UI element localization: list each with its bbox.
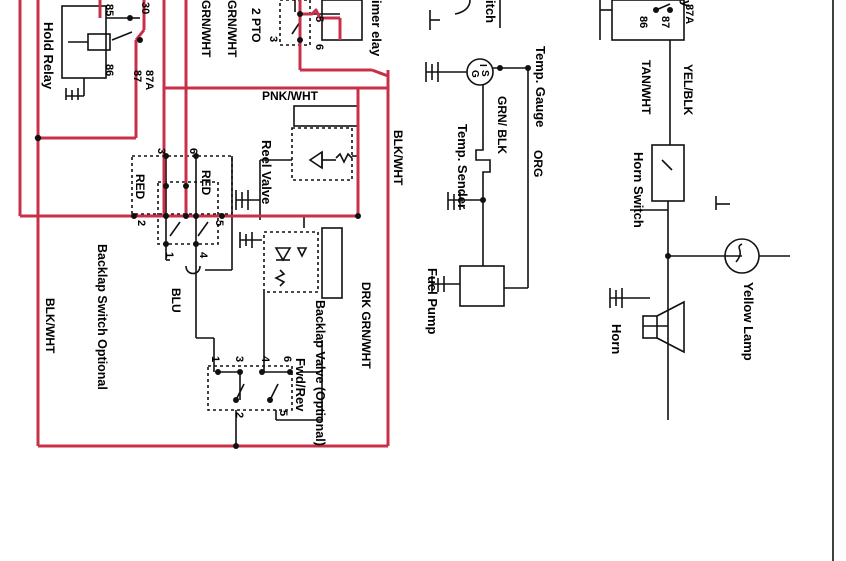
hold-relay-pin-87: 87: [131, 70, 143, 82]
gauge-terminal-g: G: [469, 70, 480, 78]
yellow-lamp-label: Yellow Lamp: [741, 282, 756, 361]
highlighted-circuit: [18, 0, 390, 448]
bls-pin-5: 5: [213, 220, 225, 226]
backlap-switch-label: Backlap Switch Optional: [95, 244, 109, 390]
labels: Hold Relay 85 86 30 87A 87 GRN/WHT GRN/W…: [41, 0, 756, 446]
grn-blk-label: GRN/ BLK: [495, 96, 509, 154]
yel-blk-label: YEL/BLK: [681, 64, 695, 116]
gauge-terminal-s: S: [479, 70, 490, 77]
red-left-label: RED: [133, 174, 147, 200]
fr-pin-1: 1: [209, 356, 221, 362]
bls-pin-1: 1: [163, 252, 175, 258]
horn-label: Horn: [609, 324, 624, 354]
org-label: ORG: [531, 150, 545, 177]
relay2-pin-87a: 87A: [683, 4, 695, 24]
pto-pin-6: 6: [313, 44, 325, 50]
pto-pin-3: 3: [267, 36, 279, 42]
blk-wht-left-label: BLK/WHT: [43, 298, 57, 354]
backlap-valve-label: Backlap Valve (Optional): [313, 300, 327, 446]
timer-relay-label: imer elay: [369, 0, 384, 57]
fr-pin-2: 2: [233, 412, 245, 418]
fwd-rev-label: Fwd/Rev: [293, 358, 308, 412]
bls-pin-2: 2: [135, 220, 147, 226]
black-wiring: [61, 0, 834, 561]
reel-valve-label: Reel Valve: [259, 140, 274, 204]
hold-relay-pin-87a: 87A: [143, 70, 155, 90]
gauge-terminal-i: I: [477, 64, 488, 67]
drk-grn-wht-label: DRK GRN/WHT: [359, 282, 373, 369]
fr-pin-5: 5: [277, 410, 289, 416]
red-right-label: RED: [199, 170, 213, 196]
pnk-wht-label: PNK/WHT: [262, 89, 319, 103]
horn-switch-label: Horn Switch: [631, 152, 646, 228]
blk-wht-right-label: BLK/WHT: [391, 130, 405, 186]
pto-label: 2 PTO: [249, 8, 263, 42]
relay2-pin-87: 87: [659, 16, 671, 28]
fr-pin-4: 4: [259, 356, 271, 363]
hold-relay-pin-86: 86: [103, 64, 115, 76]
hold-relay-pin-85: 85: [103, 4, 115, 16]
temp-gauge-label: Temp. Gauge: [533, 46, 548, 127]
relay2-pin-86: 86: [637, 16, 649, 28]
pto-pin-5: 5: [313, 16, 325, 22]
fuel-pump-label: Fuel Pump: [425, 268, 440, 335]
bls-pin-4: 4: [197, 252, 209, 259]
blu-label: BLU: [169, 288, 183, 313]
hold-relay-label: Hold Relay: [41, 22, 56, 90]
bls-pin-6: 6: [187, 148, 199, 154]
tan-wht-label: TAN/WHT: [639, 60, 653, 115]
grn-wht-top-label-2: GRN/WHT: [225, 0, 239, 58]
grn-wht-top-label: GRN/WHT: [199, 0, 213, 58]
bls-pin-3: 3: [155, 148, 167, 154]
temp-sender-label: Temp. Sender: [455, 124, 470, 209]
horn-relay-fragment: y: [679, 0, 694, 8]
fr-pin-6: 6: [281, 356, 293, 362]
fr-pin-3: 3: [233, 356, 245, 362]
switch-top-label: itch: [483, 0, 498, 23]
hold-relay-pin-30: 30: [139, 2, 151, 14]
junction-dots: [34, 7, 673, 449]
